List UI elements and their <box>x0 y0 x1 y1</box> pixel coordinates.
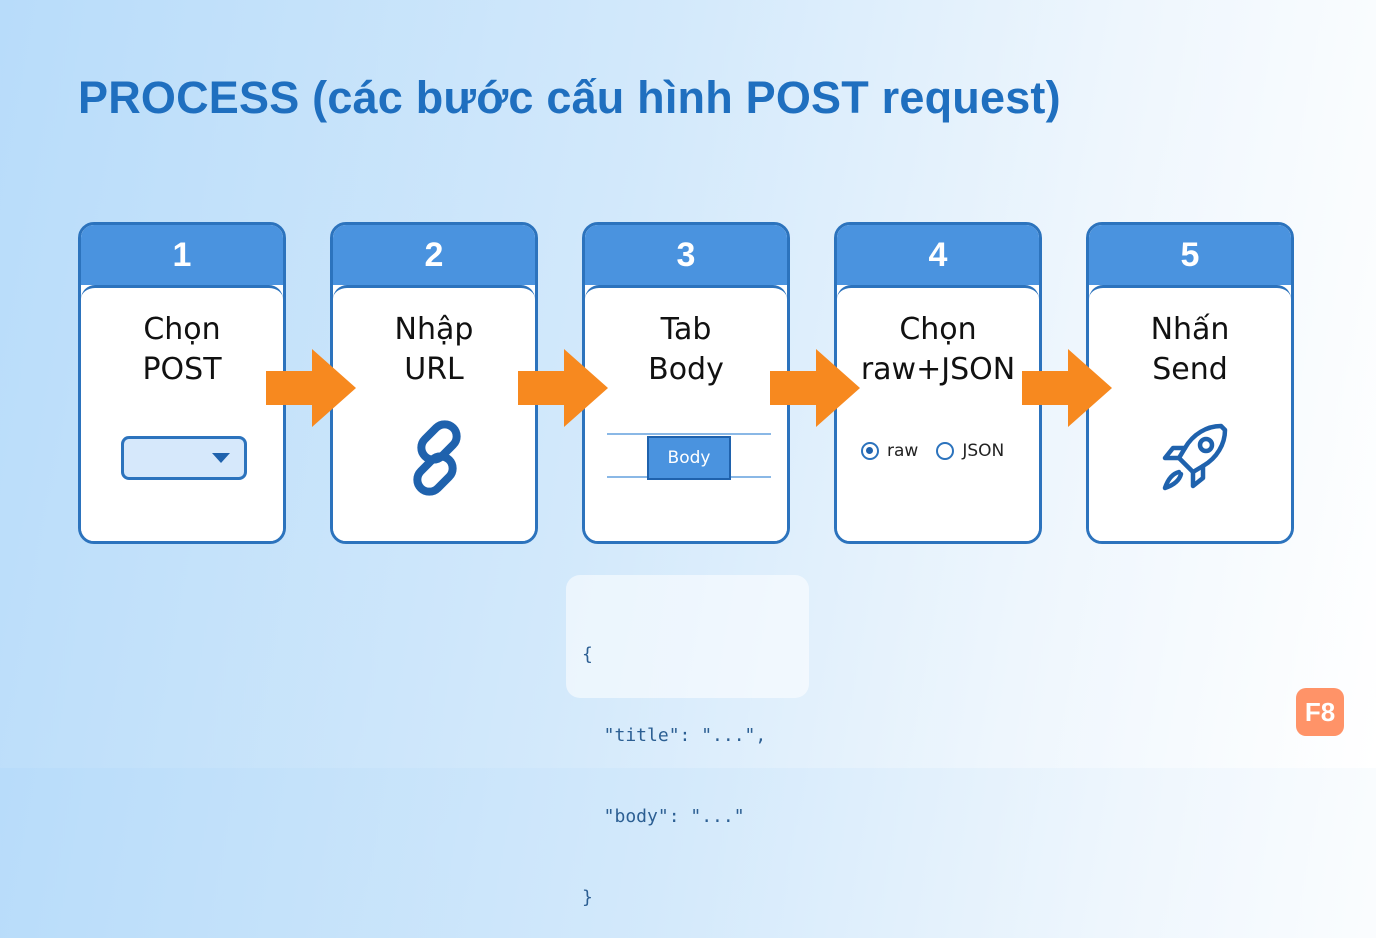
body-tab-illustration: Body <box>647 436 731 480</box>
code-line: "title": "...", <box>582 725 767 746</box>
arrow-right-icon <box>266 349 356 427</box>
radio-json <box>936 442 955 460</box>
arrow-right-icon <box>770 349 860 427</box>
radio-json-label: JSON <box>962 441 1005 461</box>
step-label-line1: Nhập <box>394 312 474 347</box>
radio-raw-selected <box>861 442 879 460</box>
page-title: PROCESS (các bước cấu hình POST request) <box>78 72 1061 123</box>
step-label-line2: Send <box>1152 352 1228 387</box>
step-card-5: 5 Nhấn Send <box>1086 222 1294 544</box>
step-label-line1: Chọn <box>899 312 977 347</box>
chevron-down-icon <box>212 453 230 463</box>
rocket-icon <box>1162 423 1228 491</box>
step-card-2: 2 Nhập URL <box>330 222 538 544</box>
json-code-example: { "title": "...", "body": "..." } <box>566 575 809 908</box>
step-number: 5 <box>1089 225 1291 285</box>
link-icon <box>413 420 461 496</box>
arrow-right-icon <box>518 349 608 427</box>
step-number: 3 <box>585 225 787 285</box>
step-number: 2 <box>333 225 535 285</box>
f8-logo: F8 <box>1296 688 1344 736</box>
step-card-1: 1 Chọn POST <box>78 222 286 544</box>
step-label-line2: URL <box>404 352 464 387</box>
radio-raw-label: raw <box>887 441 919 461</box>
step-card-body: Chọn POST <box>81 285 283 541</box>
code-line: } <box>582 887 593 908</box>
step-label-line1: Nhấn <box>1150 312 1230 347</box>
step-card-body: Chọn raw+JSON raw JSON <box>837 285 1039 541</box>
step-label-line2: raw+JSON <box>860 352 1016 387</box>
step-label: Tab Body <box>585 310 787 390</box>
step-label-line2: POST <box>142 352 222 387</box>
step-label: Nhập URL <box>333 310 535 390</box>
step-label-line2: Body <box>648 352 724 387</box>
step-number: 4 <box>837 225 1039 285</box>
step-label: Chọn POST <box>81 310 283 390</box>
step-label-line1: Chọn <box>143 312 221 347</box>
code-line: { <box>582 644 593 665</box>
step-card-body: Nhập URL <box>333 285 535 541</box>
radio-options-illustration: raw JSON <box>861 441 1004 461</box>
code-line: "body": "..." <box>582 806 745 827</box>
step-label-line1: Tab <box>660 312 712 347</box>
dropdown-select-illustration <box>121 436 247 480</box>
step-label: Nhấn Send <box>1089 310 1291 390</box>
step-card-body: Tab Body Body <box>585 285 787 541</box>
arrow-right-icon <box>1022 349 1112 427</box>
step-label: Chọn raw+JSON <box>837 310 1039 390</box>
step-card-3: 3 Tab Body Body <box>582 222 790 544</box>
step-card-4: 4 Chọn raw+JSON raw JSON <box>834 222 1042 544</box>
step-card-body: Nhấn Send <box>1089 285 1291 541</box>
tab-divider <box>607 433 771 435</box>
step-number: 1 <box>81 225 283 285</box>
